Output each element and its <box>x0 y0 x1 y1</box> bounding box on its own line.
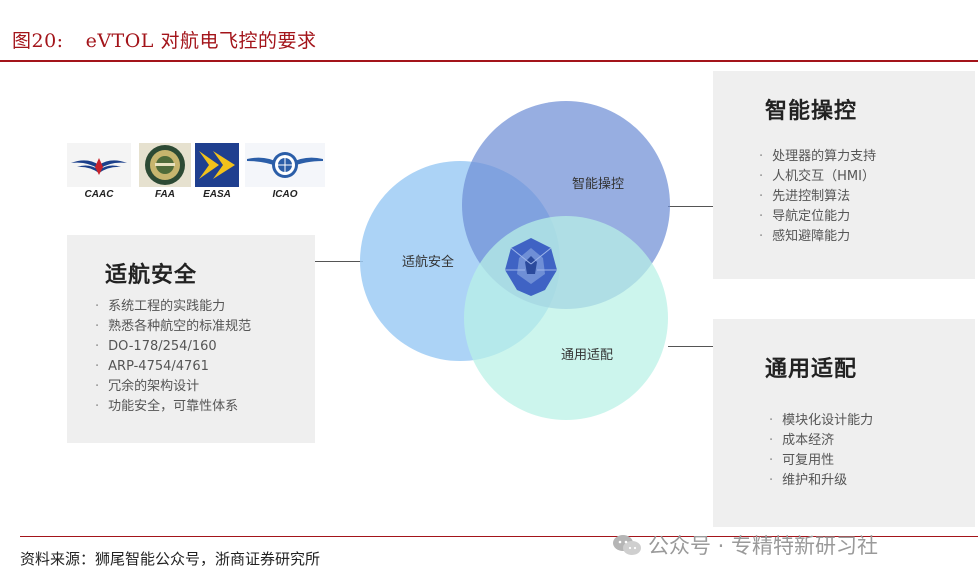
list-item: 处理器的算力支持 <box>759 147 876 167</box>
caac-logo: CAAC <box>67 143 131 200</box>
general-adaptation-title: 通用适配 <box>765 357 858 382</box>
list-item: ARP-4754/4761 <box>95 357 251 377</box>
bottom-rule <box>20 536 978 537</box>
list-item: 感知避障能力 <box>759 227 876 247</box>
venn-label-general-adaptation: 通用适配 <box>561 348 613 363</box>
faa-label: FAA <box>155 189 175 200</box>
airworthiness-title: 适航安全 <box>105 263 198 288</box>
figure-number: 图20: <box>12 30 64 52</box>
caac-label: CAAC <box>84 189 114 200</box>
intelligent-control-list: 处理器的算力支持 人机交互（HMI） 先进控制算法 导航定位能力 感知避障能力 <box>759 147 876 247</box>
authority-logos: CAAC FAA EASA ICAO <box>67 143 327 205</box>
top-rule <box>0 60 978 62</box>
list-item: 模块化设计能力 <box>769 411 873 431</box>
airworthiness-list: 系统工程的实践能力 熟悉各种航空的标准规范 DO-178/254/160 ARP… <box>95 297 251 417</box>
connector-left <box>315 261 363 262</box>
venn-label-intelligent-control: 智能操控 <box>572 176 624 192</box>
connector-right-bottom <box>668 346 713 347</box>
watermark: 公众号 · 专精特新研习社 <box>612 530 878 560</box>
watermark-text: 公众号 · 专精特新研习社 <box>648 534 879 558</box>
faa-logo: FAA <box>139 143 191 200</box>
list-item: DO-178/254/160 <box>95 337 251 357</box>
easa-label: EASA <box>203 189 231 200</box>
list-item: 维护和升级 <box>769 471 873 491</box>
list-item: 先进控制算法 <box>759 187 876 207</box>
source-note: 资料来源：狮尾智能公众号，浙商证券研究所 <box>20 550 321 568</box>
connector-right-top <box>668 206 713 207</box>
intelligent-control-title: 智能操控 <box>765 99 858 124</box>
venn-label-airworthiness: 适航安全 <box>402 254 454 270</box>
lion-logo-icon <box>505 238 557 296</box>
figure-title: 图20: eVTOL 对航电飞控的要求 <box>12 26 316 53</box>
list-item: 人机交互（HMI） <box>759 167 876 187</box>
icao-label: ICAO <box>272 189 298 200</box>
list-item: 系统工程的实践能力 <box>95 297 251 317</box>
intelligent-control-panel: 智能操控 处理器的算力支持 人机交互（HMI） 先进控制算法 导航定位能力 感知… <box>713 71 975 279</box>
list-item: 冗余的架构设计 <box>95 377 251 397</box>
icao-logo: ICAO <box>245 143 325 200</box>
general-adaptation-panel: 通用适配 模块化设计能力 成本经济 可复用性 维护和升级 <box>713 319 975 527</box>
list-item: 导航定位能力 <box>759 207 876 227</box>
list-item: 功能安全，可靠性体系 <box>95 397 251 417</box>
airworthiness-panel: 适航安全 系统工程的实践能力 熟悉各种航空的标准规范 DO-178/254/16… <box>67 235 315 443</box>
easa-logo: EASA <box>195 143 239 200</box>
list-item: 熟悉各种航空的标准规范 <box>95 317 251 337</box>
wechat-icon <box>613 535 641 555</box>
venn-circle-general-adaptation <box>464 216 668 420</box>
general-adaptation-list: 模块化设计能力 成本经济 可复用性 维护和升级 <box>769 411 873 491</box>
figure-caption: eVTOL 对航电飞控的要求 <box>85 30 317 52</box>
list-item: 成本经济 <box>769 431 873 451</box>
list-item: 可复用性 <box>769 451 873 471</box>
